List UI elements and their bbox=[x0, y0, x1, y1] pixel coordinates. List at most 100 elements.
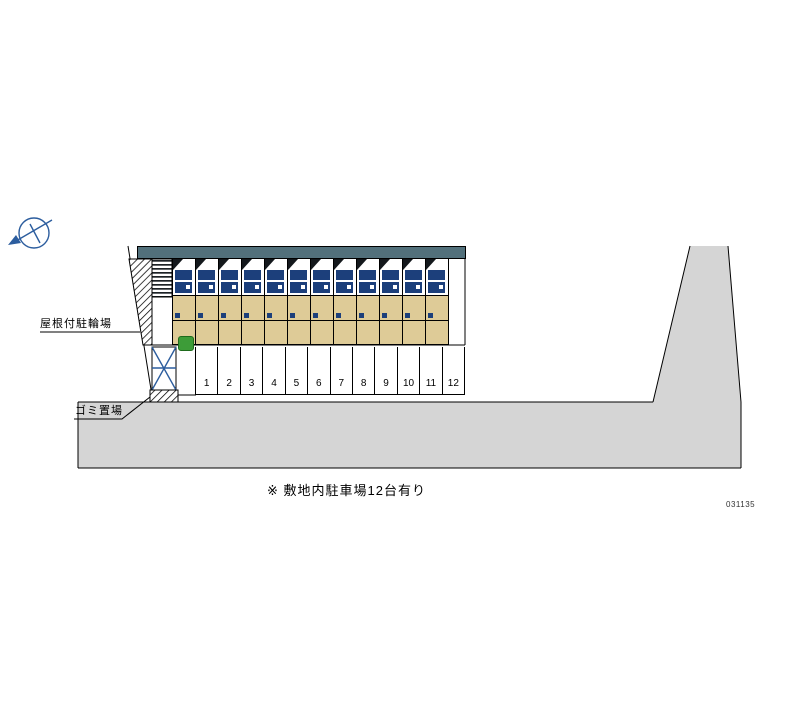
closet-block bbox=[382, 313, 387, 318]
kitchen-unit-block bbox=[428, 282, 445, 293]
balcony-divider-icon bbox=[219, 259, 229, 270]
balcony-divider-icon bbox=[311, 259, 321, 270]
garbage-area-label: ゴミ置場 bbox=[75, 405, 123, 417]
balcony-divider-icon bbox=[426, 259, 436, 270]
kitchen-unit-block bbox=[405, 282, 422, 293]
unit-floor-plan bbox=[425, 259, 448, 345]
parking-stall: 5 bbox=[286, 347, 309, 394]
road-horizontal bbox=[78, 402, 741, 468]
kitchen-unit-block bbox=[221, 282, 238, 293]
bush-icon bbox=[178, 336, 194, 351]
unit-floor-plan bbox=[333, 259, 356, 345]
lower-room-area bbox=[403, 321, 425, 345]
parking-stall: 11 bbox=[420, 347, 443, 394]
unit-floor-plan bbox=[402, 259, 425, 345]
room-area bbox=[196, 295, 218, 321]
kitchen-unit-block bbox=[175, 282, 192, 293]
room-area bbox=[403, 295, 425, 321]
garbage-area-box bbox=[149, 389, 179, 403]
lower-room-area bbox=[196, 321, 218, 345]
parking-stall: 8 bbox=[353, 347, 376, 394]
balcony-divider-icon bbox=[265, 259, 275, 270]
bath-unit-block bbox=[221, 270, 238, 280]
balcony-divider-icon bbox=[173, 259, 183, 270]
closet-block bbox=[313, 313, 318, 318]
parking-stall: 10 bbox=[398, 347, 421, 394]
bath-unit-block bbox=[428, 270, 445, 280]
compass-icon bbox=[8, 217, 53, 249]
lower-room-area bbox=[311, 321, 333, 345]
kitchen-unit-block bbox=[290, 282, 307, 293]
room-area bbox=[380, 295, 402, 321]
parking-space-number: 6 bbox=[316, 378, 322, 389]
unit-floor-plan bbox=[287, 259, 310, 345]
bath-unit-block bbox=[267, 270, 284, 280]
building-outline bbox=[144, 246, 466, 346]
unit-floor-plan bbox=[218, 259, 241, 345]
unit-floor-plan bbox=[356, 259, 379, 345]
roof-band bbox=[137, 246, 466, 259]
lower-room-area bbox=[288, 321, 310, 345]
unit-floor-plan bbox=[310, 259, 333, 345]
parking-space-number: 8 bbox=[360, 378, 367, 389]
bath-unit-block bbox=[175, 270, 192, 280]
kitchen-unit-block bbox=[244, 282, 261, 293]
parking-space-number: 12 bbox=[447, 378, 459, 389]
closet-block bbox=[290, 313, 295, 318]
parking-space-number: 4 bbox=[271, 378, 277, 389]
road-diagonal bbox=[653, 246, 741, 402]
bath-unit-block bbox=[336, 270, 353, 280]
closet-block bbox=[221, 313, 226, 318]
parking-space-number: 5 bbox=[293, 378, 300, 389]
lower-room-area bbox=[242, 321, 264, 345]
balcony-divider-icon bbox=[380, 259, 390, 270]
unit-floor-plan bbox=[379, 259, 402, 345]
room-area bbox=[265, 295, 287, 321]
lower-room-area bbox=[357, 321, 379, 345]
bath-unit-block bbox=[405, 270, 422, 280]
parking-space-number: 2 bbox=[226, 378, 232, 389]
balcony-divider-icon bbox=[334, 259, 344, 270]
closet-block bbox=[336, 313, 341, 318]
parking-stall: 2 bbox=[218, 347, 241, 394]
lower-room-area bbox=[219, 321, 241, 345]
kitchen-unit-block bbox=[382, 282, 399, 293]
parking-stall: 6 bbox=[308, 347, 331, 394]
bath-unit-block bbox=[382, 270, 399, 280]
unit-floor-plan bbox=[241, 259, 264, 345]
kitchen-unit-block bbox=[267, 282, 284, 293]
parking-stall-row: 1 2 3 4 5 6 7 8 9 10 11 12 bbox=[195, 347, 466, 395]
room-area bbox=[426, 295, 448, 321]
unit-floor-plan bbox=[195, 259, 218, 345]
parking-stall: 7 bbox=[331, 347, 353, 394]
bath-unit-block bbox=[290, 270, 307, 280]
balcony-divider-icon bbox=[403, 259, 413, 270]
closet-block bbox=[359, 313, 364, 318]
balcony-divider-icon bbox=[357, 259, 367, 270]
parking-stall: 3 bbox=[241, 347, 264, 394]
bath-unit-block bbox=[313, 270, 330, 280]
kitchen-unit-block bbox=[359, 282, 376, 293]
room-area bbox=[242, 295, 264, 321]
unit-row bbox=[172, 259, 449, 345]
closet-block bbox=[175, 313, 180, 318]
bath-unit-block bbox=[198, 270, 215, 280]
bicycle-parking-label: 屋根付駐輪場 bbox=[40, 318, 112, 330]
kitchen-unit-block bbox=[336, 282, 353, 293]
closet-block bbox=[267, 313, 272, 318]
room-area bbox=[173, 295, 195, 321]
lower-room-area bbox=[380, 321, 402, 345]
room-area bbox=[288, 295, 310, 321]
lower-room-area bbox=[265, 321, 287, 345]
bath-unit-block bbox=[359, 270, 376, 280]
closet-block bbox=[405, 313, 410, 318]
lower-room-area bbox=[334, 321, 356, 345]
bath-unit-block bbox=[244, 270, 261, 280]
parking-stall: 4 bbox=[263, 347, 286, 394]
kitchen-unit-block bbox=[198, 282, 215, 293]
parking-space-number: 9 bbox=[383, 378, 389, 389]
parking-stall: 12 bbox=[443, 347, 466, 394]
room-area bbox=[357, 295, 379, 321]
lower-room-area bbox=[426, 321, 448, 345]
